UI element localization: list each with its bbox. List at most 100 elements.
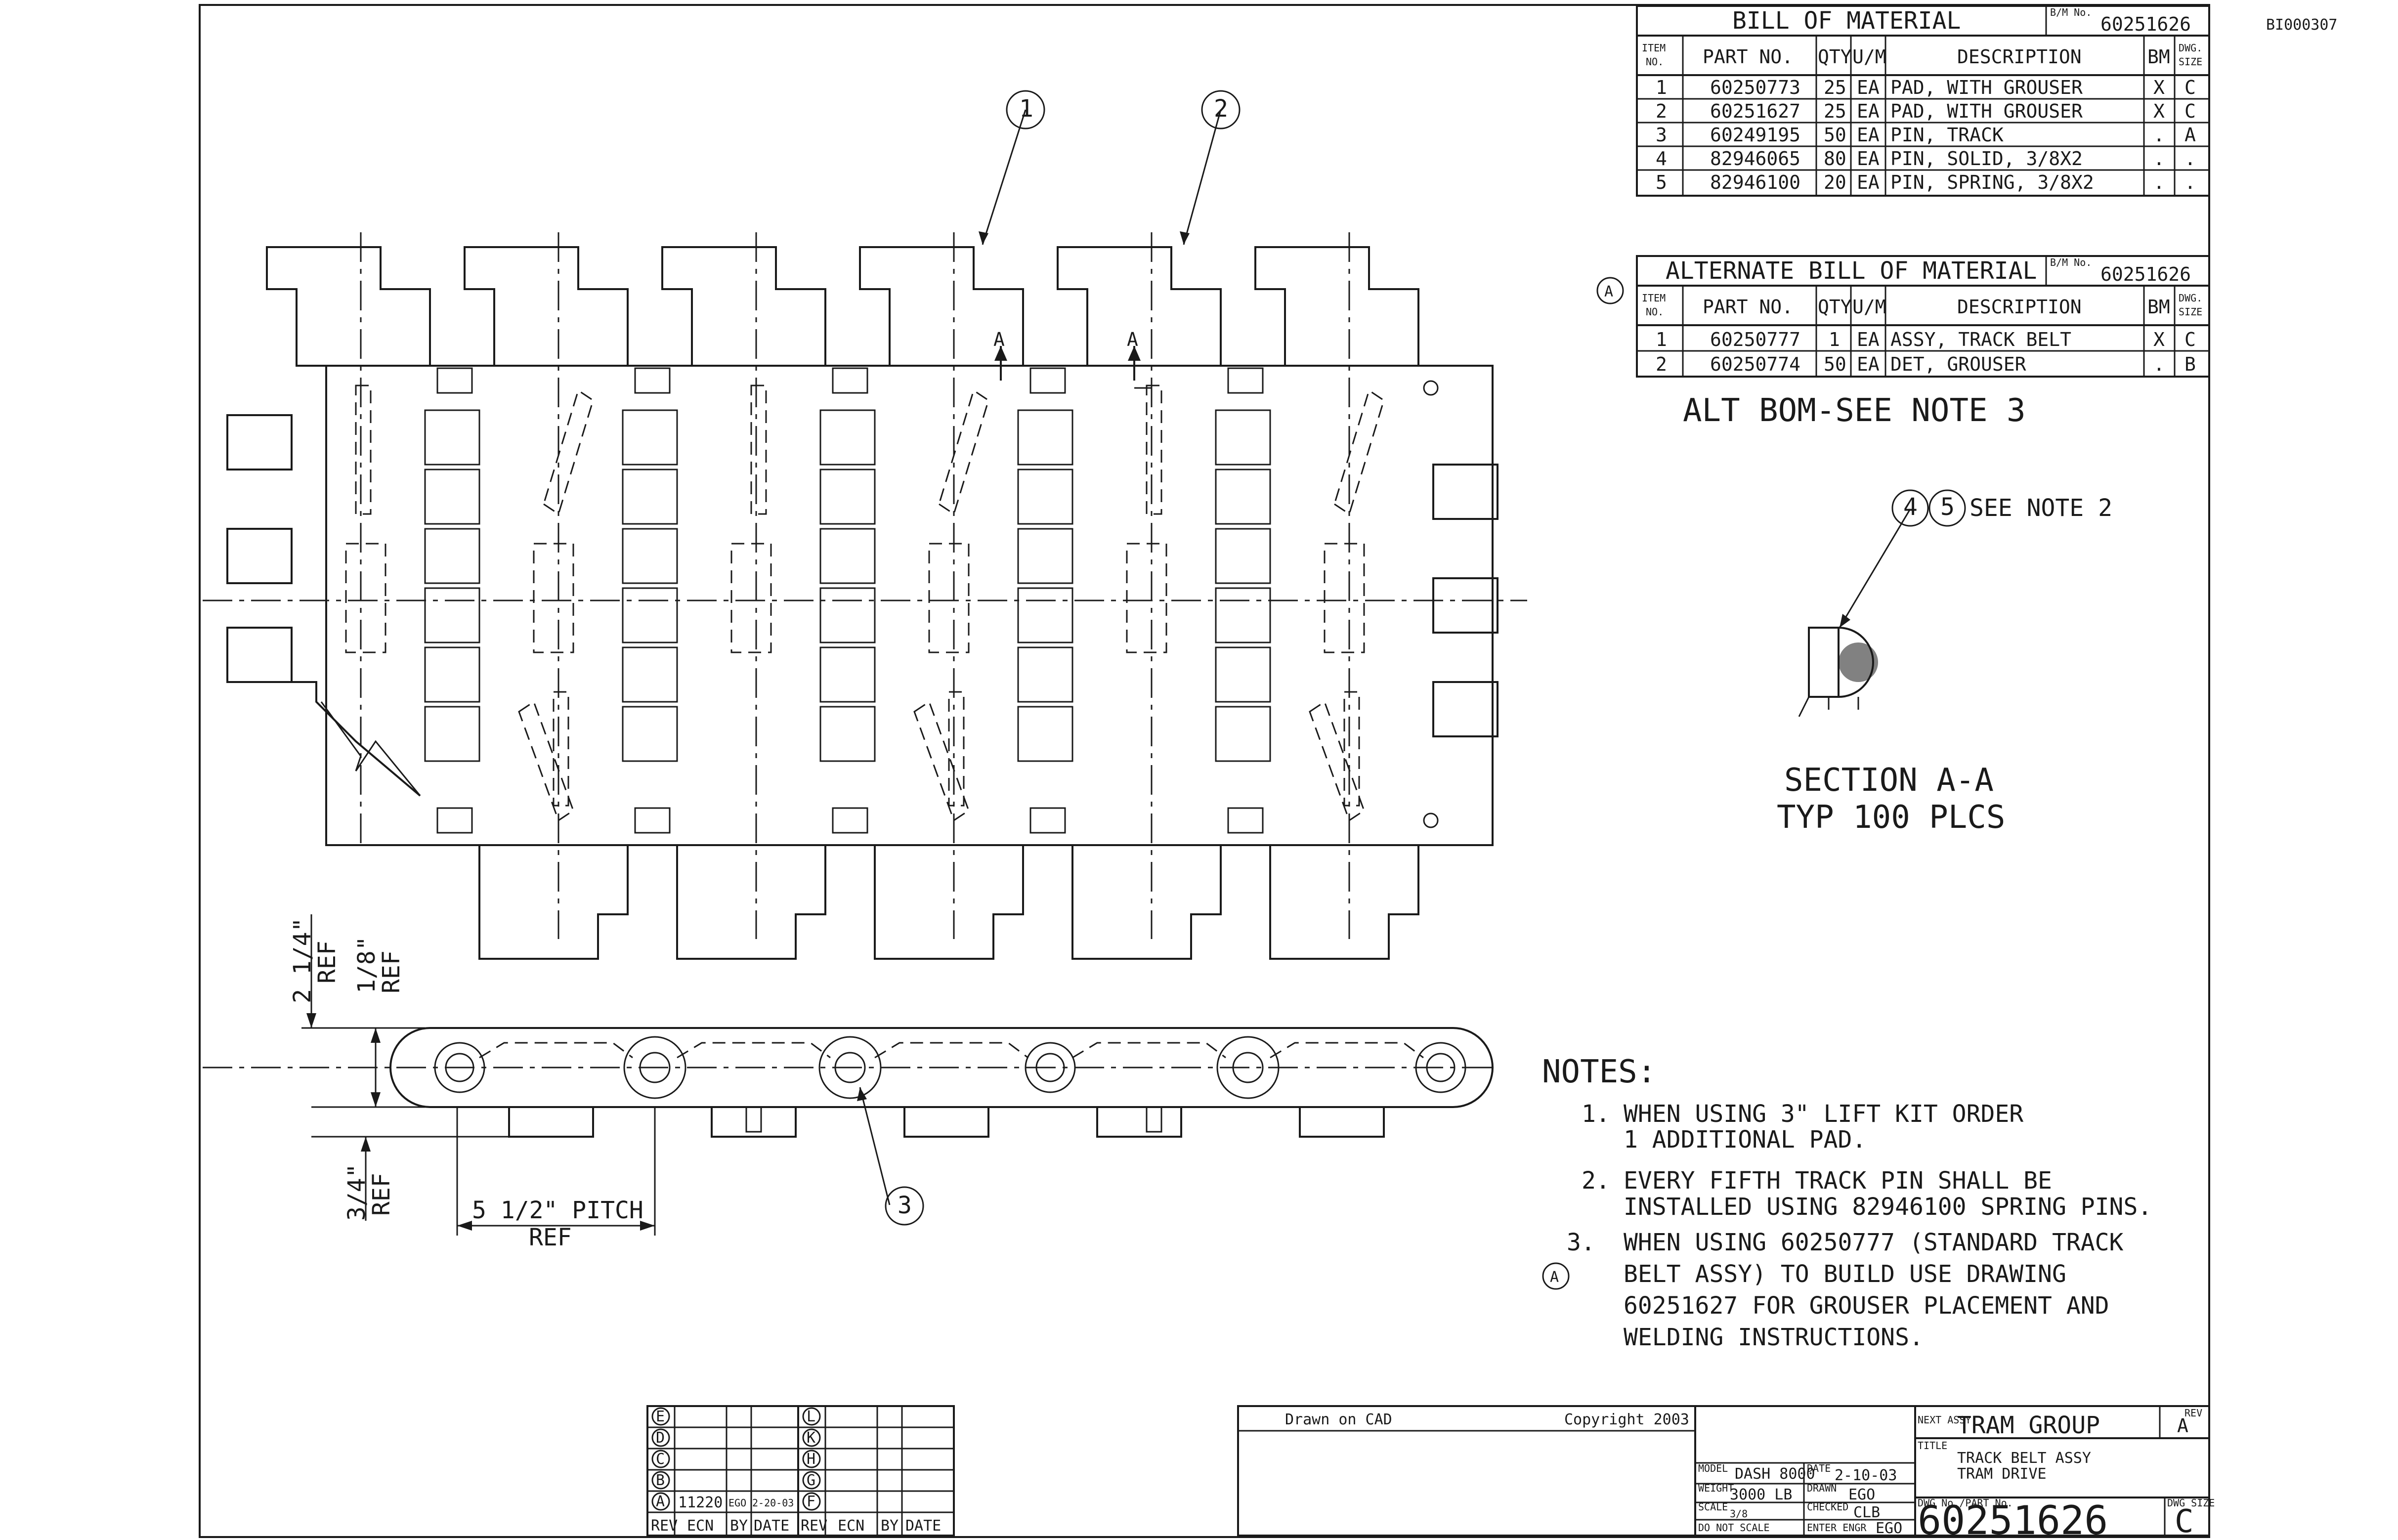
svg-text:.: . bbox=[2184, 171, 2196, 193]
alt-bom-rev-marker bbox=[1596, 277, 1624, 304]
bom-row-4: 4 82946065 80 EA PIN, SOLID, 3/8X2 . . bbox=[1656, 148, 2196, 170]
svg-text:5: 5 bbox=[1940, 493, 1955, 521]
svg-text:EA: EA bbox=[1857, 100, 1880, 122]
right-teeth bbox=[1432, 464, 1499, 737]
svg-text:4: 4 bbox=[1656, 148, 1667, 170]
svg-text:DESCRIPTION: DESCRIPTION bbox=[1957, 296, 2082, 318]
svg-text:60250774: 60250774 bbox=[1710, 353, 1800, 375]
svg-text:.: . bbox=[2153, 148, 2165, 170]
svg-text:EA: EA bbox=[1857, 77, 1880, 98]
balloon-5: 5 bbox=[1928, 489, 1966, 527]
drawing-number: 60251626 bbox=[1918, 1497, 2108, 1540]
grouser-hidden-lines bbox=[345, 385, 1385, 822]
rev-a-by: EGO bbox=[728, 1497, 746, 1509]
bom-header-um: U/M bbox=[1852, 46, 1886, 68]
section-a-a-markers: A A bbox=[993, 329, 1152, 389]
section-a-a-view bbox=[1798, 509, 1911, 717]
svg-text:60249195: 60249195 bbox=[1710, 124, 1800, 146]
svg-text:DO NOT SCALE: DO NOT SCALE bbox=[1698, 1522, 1770, 1534]
svg-text:.: . bbox=[2153, 124, 2165, 146]
svg-text:1: 1 bbox=[1019, 95, 1033, 123]
svg-text:5: 5 bbox=[1656, 171, 1667, 193]
bom-row-1: 1 60250773 25 EA PAD, WITH GROUSER X C bbox=[1656, 77, 2196, 98]
drawing-title-line-1: TRACK BELT ASSY bbox=[1957, 1450, 2091, 1467]
svg-text:1.: 1. bbox=[1582, 1100, 1610, 1128]
alt-bom-note: ALT BOM-SEE NOTE 3 bbox=[1683, 392, 2026, 429]
svg-text:.: . bbox=[2153, 353, 2165, 375]
svg-text:A: A bbox=[1550, 1269, 1559, 1286]
svg-text:DATE: DATE bbox=[754, 1517, 789, 1535]
svg-text:X: X bbox=[2153, 329, 2165, 350]
svg-text:3000 LB: 3000 LB bbox=[1730, 1486, 1792, 1503]
hinge-knuckles bbox=[424, 409, 1271, 762]
svg-text:ENTER ENGR: ENTER ENGR bbox=[1807, 1522, 1867, 1534]
bom-row-3: 3 60249195 50 EA PIN, TRACK . A bbox=[1656, 124, 2196, 146]
bom-header-size: SIZE bbox=[2179, 56, 2202, 68]
svg-text:X: X bbox=[2153, 100, 2165, 122]
bom-header-item: ITEM bbox=[1642, 42, 1666, 54]
dim-pitch: 5 1/2" PITCH bbox=[472, 1197, 643, 1224]
svg-text:K: K bbox=[807, 1429, 815, 1447]
svg-text:SCALE: SCALE bbox=[1698, 1501, 1728, 1513]
svg-text:G: G bbox=[807, 1472, 815, 1489]
svg-text:BY: BY bbox=[881, 1517, 899, 1535]
svg-text:REV: REV bbox=[651, 1517, 678, 1535]
svg-text:A: A bbox=[1604, 283, 1613, 300]
dimension-lines bbox=[301, 914, 656, 1236]
svg-text:4: 4 bbox=[1903, 493, 1918, 521]
dim-3-4-ref: REF bbox=[368, 1173, 395, 1216]
svg-text:BELT ASSY) TO BUILD USE DRAWIN: BELT ASSY) TO BUILD USE DRAWING bbox=[1624, 1260, 2066, 1288]
dim-3-4: 3/4" bbox=[343, 1163, 371, 1221]
svg-text:BY: BY bbox=[730, 1517, 748, 1535]
svg-text:CHECKED: CHECKED bbox=[1807, 1501, 1848, 1513]
svg-text:EA: EA bbox=[1857, 353, 1880, 375]
left-teeth bbox=[226, 414, 421, 797]
svg-text:3: 3 bbox=[1656, 124, 1667, 146]
svg-text:DWG.: DWG. bbox=[2179, 292, 2202, 304]
balloon-1: 1 bbox=[1006, 90, 1045, 129]
svg-text:2.: 2. bbox=[1582, 1167, 1610, 1195]
svg-text:C: C bbox=[2184, 329, 2196, 350]
svg-text:A: A bbox=[993, 329, 1005, 350]
svg-text:.: . bbox=[2153, 171, 2165, 193]
svg-text:TITLE: TITLE bbox=[1918, 1440, 1947, 1452]
dim-1-8: 1/8" bbox=[353, 936, 381, 993]
bom-header-part-no: PART NO. bbox=[1703, 46, 1793, 68]
svg-text:PIN, SPRING, 3/8X2: PIN, SPRING, 3/8X2 bbox=[1890, 171, 2094, 193]
svg-text:WELDING INSTRUCTIONS.: WELDING INSTRUCTIONS. bbox=[1624, 1324, 1924, 1351]
svg-text:25: 25 bbox=[1824, 100, 1846, 122]
svg-text:H: H bbox=[807, 1451, 815, 1468]
dim-2-1-4: 2 1/4" bbox=[289, 918, 316, 1003]
svg-text:PAD, WITH GROUSER: PAD, WITH GROUSER bbox=[1890, 100, 2083, 122]
section-callout: SEE NOTE 2 bbox=[1970, 494, 2112, 522]
svg-text:C: C bbox=[2184, 77, 2196, 98]
bom-header-dwg: DWG. bbox=[2179, 42, 2202, 54]
svg-text:F: F bbox=[807, 1493, 815, 1510]
balloon-3: 3 bbox=[885, 1186, 924, 1226]
drawing-size: C bbox=[2175, 1503, 2194, 1540]
dim-pitch-ref: REF bbox=[529, 1224, 572, 1251]
svg-text:QTY: QTY bbox=[1818, 296, 1852, 318]
revision-table: E D C B A L K H G F 11220 EGO 2-20-03 RE… bbox=[646, 1405, 955, 1537]
alt-bom-bm-no-label: B/M No. bbox=[2050, 257, 2092, 268]
svg-text:NEXT ASSY.: NEXT ASSY. bbox=[1918, 1414, 1977, 1426]
svg-text:L: L bbox=[807, 1408, 815, 1425]
svg-text:C: C bbox=[656, 1451, 665, 1468]
copyright: Copyright 2003 bbox=[1564, 1411, 1689, 1428]
balloon-4: 4 bbox=[1891, 489, 1929, 527]
svg-text:60251627: 60251627 bbox=[1710, 100, 1800, 122]
alternate-bill-of-material-table: A ALTERNATE BILL OF MATERIAL B/M No. 602… bbox=[1596, 255, 2210, 429]
svg-text:1: 1 bbox=[1656, 329, 1667, 350]
svg-text:2-10-03: 2-10-03 bbox=[1835, 1467, 1897, 1484]
bom-title: BILL OF MATERIAL bbox=[1732, 7, 1961, 35]
dim-2-1-4-ref: REF bbox=[313, 941, 341, 984]
rev-value: A bbox=[2177, 1415, 2188, 1437]
next-assy: TRAM GROUP bbox=[1957, 1412, 2100, 1439]
svg-text:25: 25 bbox=[1824, 77, 1846, 98]
svg-text:DWG SIZE: DWG SIZE bbox=[2167, 1497, 2215, 1509]
bom-header-qty: QTY bbox=[1818, 46, 1852, 68]
alt-bom-bm-no: 60251626 bbox=[2100, 263, 2191, 285]
svg-text:ASSY, TRACK BELT: ASSY, TRACK BELT bbox=[1890, 329, 2071, 350]
pin-retainers bbox=[436, 367, 1439, 834]
